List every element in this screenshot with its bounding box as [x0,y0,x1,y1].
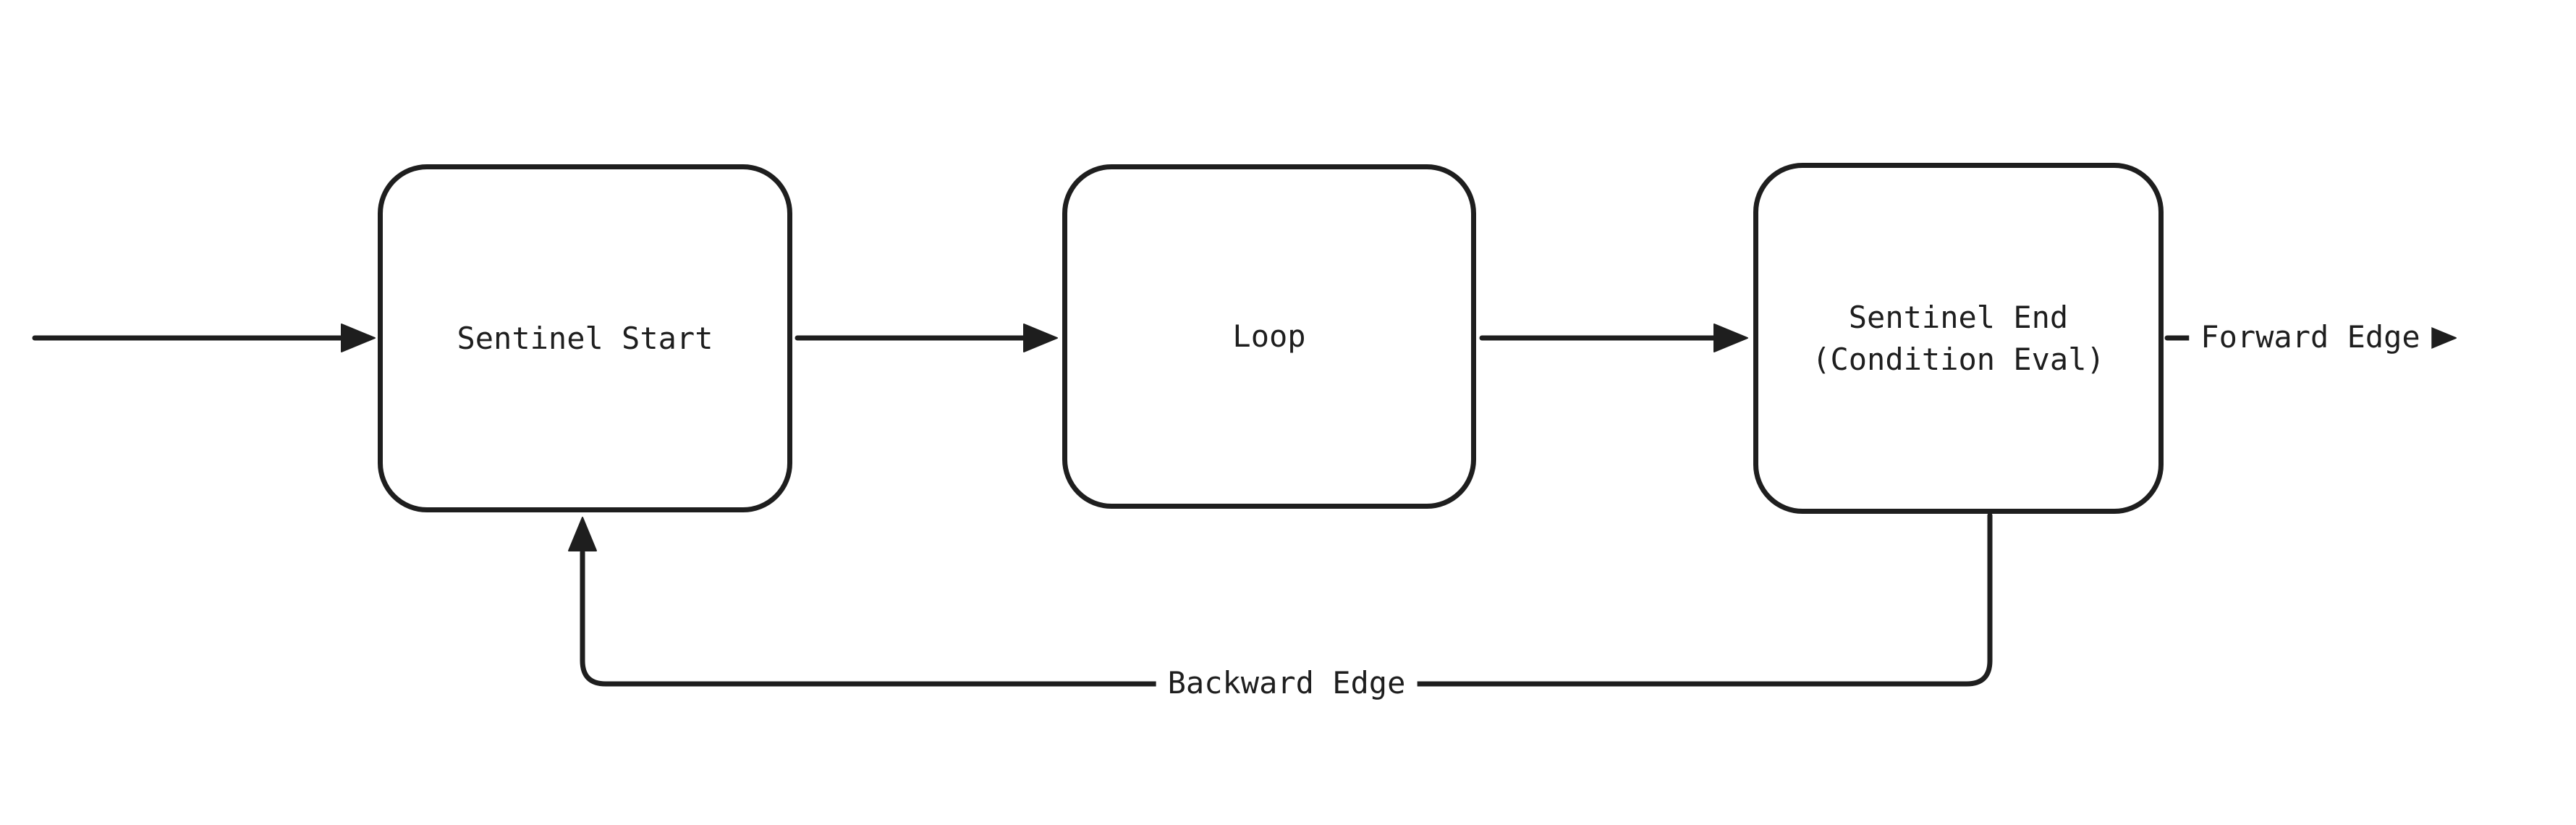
forward-edge-label: Forward Edge [2189,317,2432,358]
node-loop: Loop [1062,164,1476,509]
backward-edge-label: Backward Edge [1156,663,1418,703]
node-sentinel-start: Sentinel Start [378,164,792,512]
node-label-line-2: (Condition Eval) [1812,341,2105,377]
node-label: Sentinel Start [457,320,713,356]
arrowhead-up-icon [568,517,597,551]
arrowhead-right-icon [1023,323,1058,352]
arrowhead-right-icon [1713,323,1748,352]
edge-start-to-loop [795,323,1058,352]
edge-backward [568,512,1993,687]
node-sentinel-end: Sentinel End (Condition Eval) [1753,163,2164,514]
node-label: Loop [1232,318,1306,355]
node-label: Sentinel End (Condition Eval) [1812,297,2105,381]
arrowhead-right-icon [341,323,376,352]
entry-arrow [32,323,376,352]
node-label-line-1: Sentinel End [1848,299,2069,335]
edge-loop-to-end [1479,323,1748,352]
